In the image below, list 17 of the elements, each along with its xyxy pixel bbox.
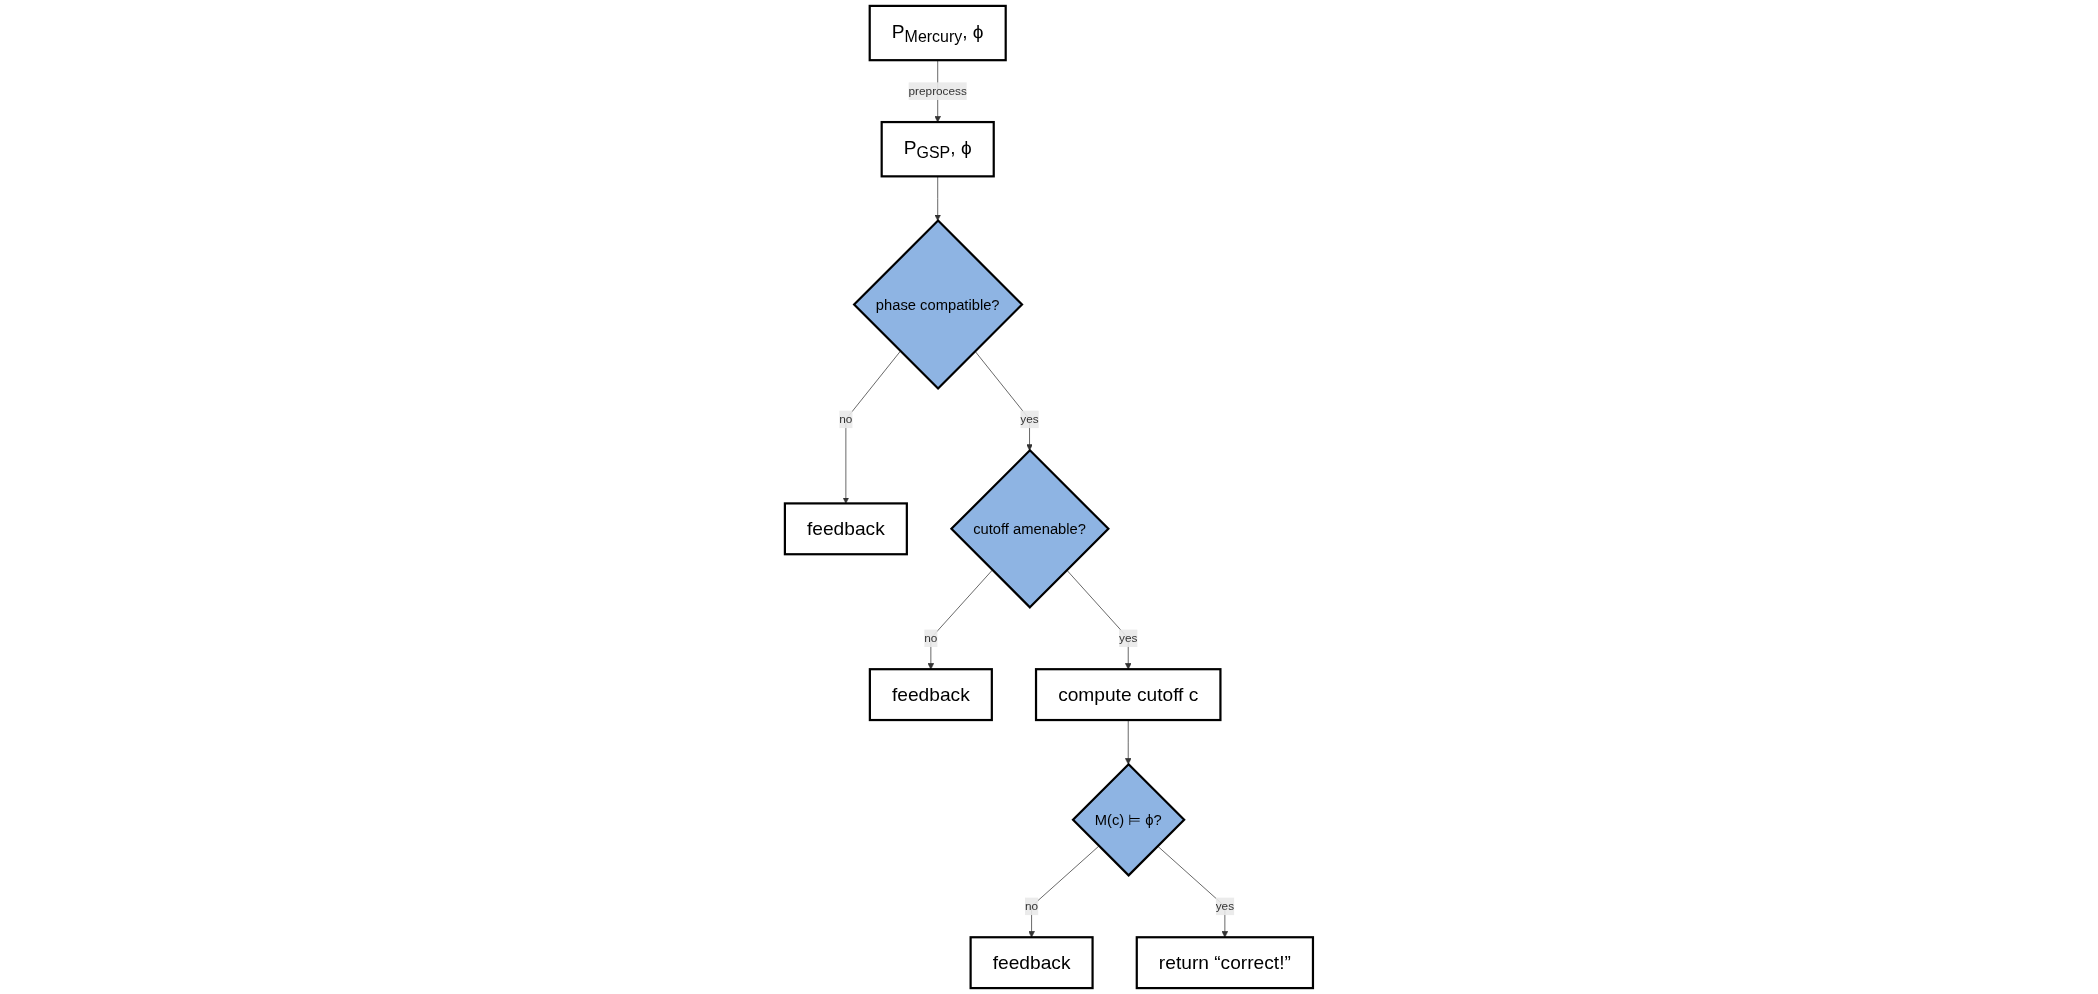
node-box: compute cutoff c: [1035, 668, 1222, 722]
node-box: feedback: [868, 668, 993, 722]
node-diamond: phase compatible?: [852, 219, 1024, 390]
edge-label: yes: [1020, 412, 1039, 426]
edge-label: preprocess: [908, 84, 967, 98]
node-box: P$_{GSP}$, ϕ: [880, 120, 995, 178]
edge-label: no: [1025, 899, 1039, 913]
node-diamond: cutoff amenable?: [949, 448, 1111, 609]
node-box: feedback: [969, 936, 1094, 990]
node-diamond: M(c) ⊨ ϕ?: [1071, 762, 1186, 877]
edge-label: no: [924, 631, 938, 645]
edge-label: yes: [1119, 631, 1138, 645]
node-box: feedback: [783, 502, 908, 556]
node-box: return “correct!”: [1135, 936, 1315, 990]
edge-label: no: [839, 412, 853, 426]
node-box: P$_{Mercury}$, ϕ: [868, 4, 1007, 62]
edge-label: yes: [1215, 899, 1235, 913]
